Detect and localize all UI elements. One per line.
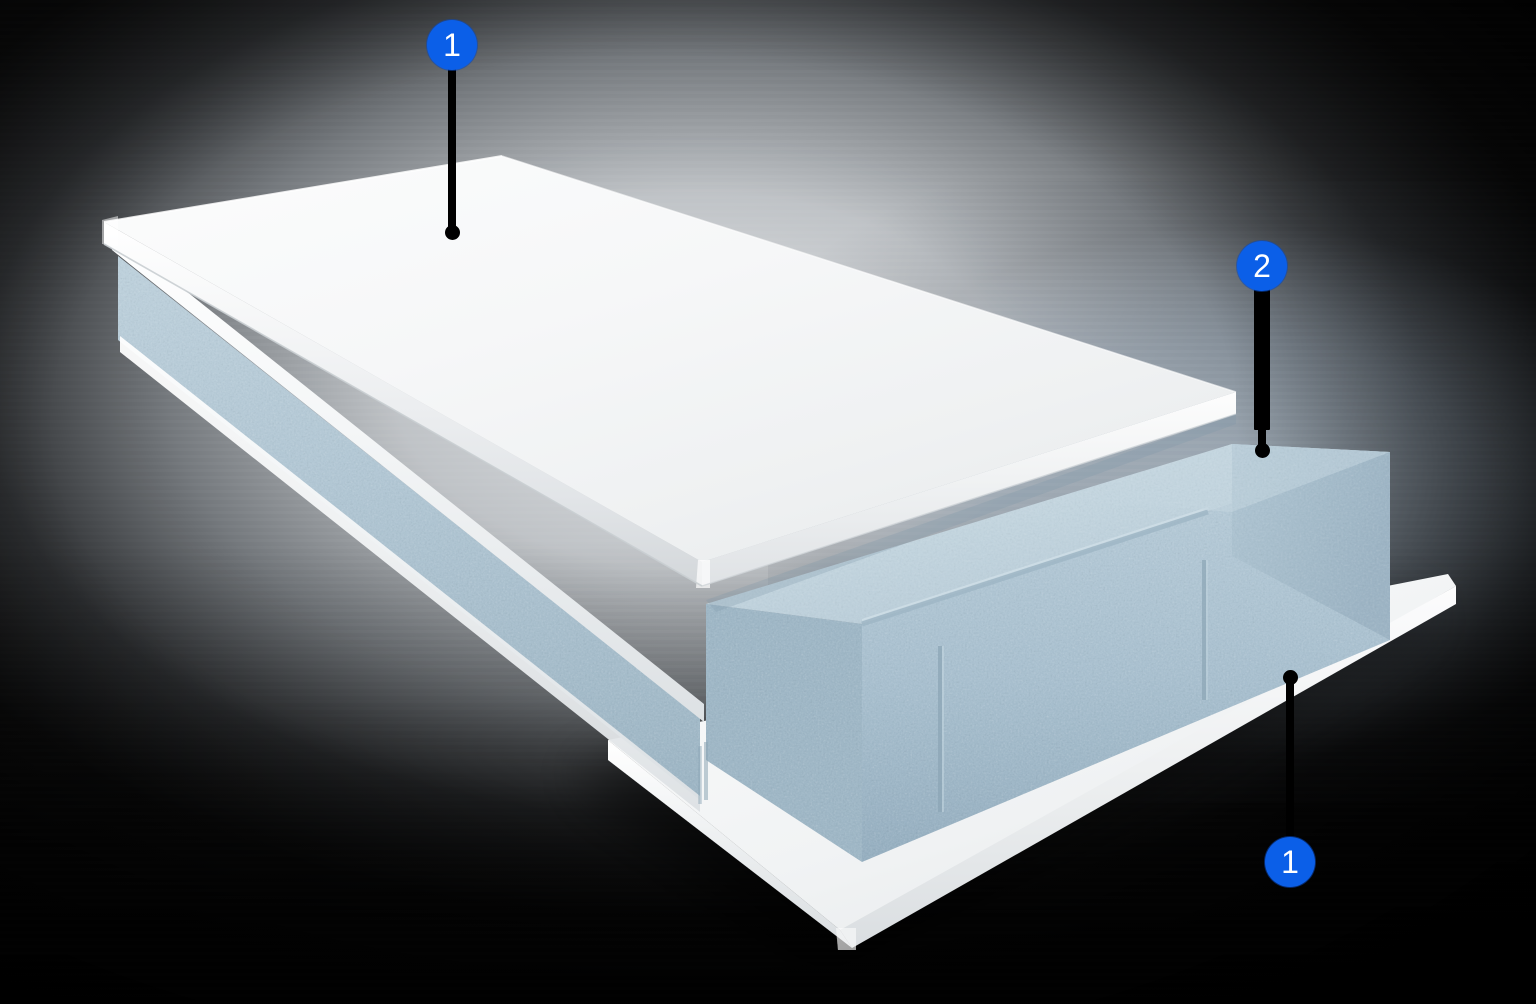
callout-badge-3[interactable]: 1 [1265,837,1315,887]
callout-leader-line [1254,284,1270,430]
callout-endpoint-dot [1283,670,1298,685]
layer-foam-core [112,232,1390,862]
callout-leader-line [448,62,456,234]
callout-endpoint-dot [445,225,460,240]
callout-endpoint-dot [1255,443,1270,458]
layer-top-skin [102,155,1237,588]
callout-badge-2[interactable]: 2 [1237,241,1287,291]
callout-leader-line [1286,678,1294,842]
callout-leader-line-thin [1258,424,1266,454]
callout-badge-1[interactable]: 1 [427,20,477,70]
